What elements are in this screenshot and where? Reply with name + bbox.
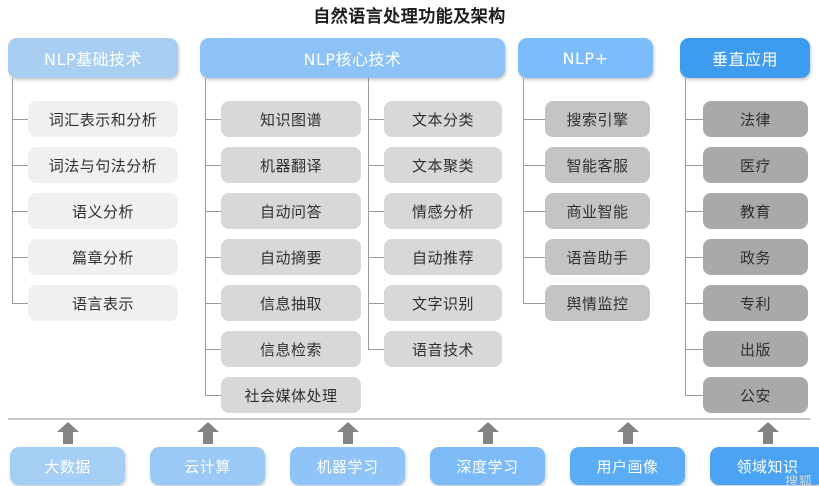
connector-line-vertical-apps-0 (685, 78, 686, 395)
connector-stub (205, 211, 221, 212)
item-box[interactable]: 社会媒体处理 (221, 377, 361, 413)
connector-stub (368, 257, 384, 258)
connector-line-nlp-core-0 (205, 78, 206, 395)
item-box[interactable]: 自动问答 (221, 193, 361, 229)
connector-stub (523, 211, 545, 212)
item-box[interactable]: 语言表示 (28, 285, 178, 321)
item-box[interactable]: 词汇表示和分析 (28, 101, 178, 137)
connector-stub (12, 257, 28, 258)
connector-stub (12, 303, 28, 304)
item-box[interactable]: 语音助手 (545, 239, 650, 275)
connector-stub (523, 165, 545, 166)
item-box[interactable]: 公安 (703, 377, 808, 413)
connector-line-nlp-plus-0 (523, 78, 524, 303)
connector-stub (368, 165, 384, 166)
connector-stub (685, 303, 703, 304)
foundation-box[interactable]: 大数据 (10, 447, 125, 485)
item-box[interactable]: 法律 (703, 101, 808, 137)
connector-stub (685, 395, 703, 396)
connector-stub (685, 257, 703, 258)
watermark: 搜狐 (784, 475, 813, 486)
connector-stub (523, 303, 545, 304)
connector-stub (523, 257, 545, 258)
column-header-nlp-plus[interactable]: NLP+ (518, 38, 653, 78)
item-box[interactable]: 篇章分析 (28, 239, 178, 275)
item-box[interactable]: 文本聚类 (384, 147, 502, 183)
foundation-box[interactable]: 云计算 (150, 447, 265, 485)
item-box[interactable]: 信息抽取 (221, 285, 361, 321)
up-arrow-icon (55, 421, 81, 445)
connector-stub (685, 211, 703, 212)
connector-stub (368, 303, 384, 304)
item-box[interactable]: 智能客服 (545, 147, 650, 183)
foundation-box[interactable]: 用户画像 (570, 447, 685, 485)
connector-stub (523, 119, 545, 120)
item-box[interactable]: 商业智能 (545, 193, 650, 229)
connector-stub (368, 349, 384, 350)
connector-stub (205, 303, 221, 304)
connector-stub (205, 165, 221, 166)
item-box[interactable]: 知识图谱 (221, 101, 361, 137)
up-arrow-icon (195, 421, 221, 445)
item-box[interactable]: 信息检索 (221, 331, 361, 367)
up-arrow-icon (615, 421, 641, 445)
item-box[interactable]: 专利 (703, 285, 808, 321)
item-box[interactable]: 教育 (703, 193, 808, 229)
foundation-box[interactable]: 深度学习 (430, 447, 545, 485)
item-box[interactable]: 词法与句法分析 (28, 147, 178, 183)
connector-stub (205, 119, 221, 120)
page-title: 自然语言处理功能及架构 (313, 7, 506, 27)
up-arrow-icon (335, 421, 361, 445)
item-box[interactable]: 政务 (703, 239, 808, 275)
connector-stub (685, 165, 703, 166)
connector-stub (205, 257, 221, 258)
connector-line-nlp-core-1 (368, 78, 369, 349)
connector-stub (685, 349, 703, 350)
foundation-box[interactable]: 领域知识 (710, 447, 819, 485)
connector-line-nlp-basic-0 (12, 78, 13, 303)
connector-stub (685, 119, 703, 120)
item-box[interactable]: 机器翻译 (221, 147, 361, 183)
item-box[interactable]: 搜索引擎 (545, 101, 650, 137)
column-header-nlp-core[interactable]: NLP核心技术 (200, 38, 505, 78)
item-box[interactable]: 出版 (703, 331, 808, 367)
connector-stub (368, 119, 384, 120)
item-box[interactable]: 语义分析 (28, 193, 178, 229)
up-arrow-icon (475, 421, 501, 445)
item-box[interactable]: 情感分析 (384, 193, 502, 229)
connector-stub (12, 211, 28, 212)
item-box[interactable]: 舆情监控 (545, 285, 650, 321)
foundation-separator (8, 418, 811, 420)
item-box[interactable]: 文字识别 (384, 285, 502, 321)
item-box[interactable]: 文本分类 (384, 101, 502, 137)
item-box[interactable]: 语音技术 (384, 331, 502, 367)
connector-stub (205, 349, 221, 350)
connector-stub (12, 165, 28, 166)
connector-stub (368, 211, 384, 212)
item-box[interactable]: 自动推荐 (384, 239, 502, 275)
foundation-box[interactable]: 机器学习 (290, 447, 405, 485)
up-arrow-icon (755, 421, 781, 445)
connector-stub (205, 395, 221, 396)
item-box[interactable]: 自动摘要 (221, 239, 361, 275)
column-header-vertical-apps[interactable]: 垂直应用 (680, 38, 810, 78)
item-box[interactable]: 医疗 (703, 147, 808, 183)
column-header-nlp-basic[interactable]: NLP基础技术 (8, 38, 178, 78)
connector-stub (12, 119, 28, 120)
